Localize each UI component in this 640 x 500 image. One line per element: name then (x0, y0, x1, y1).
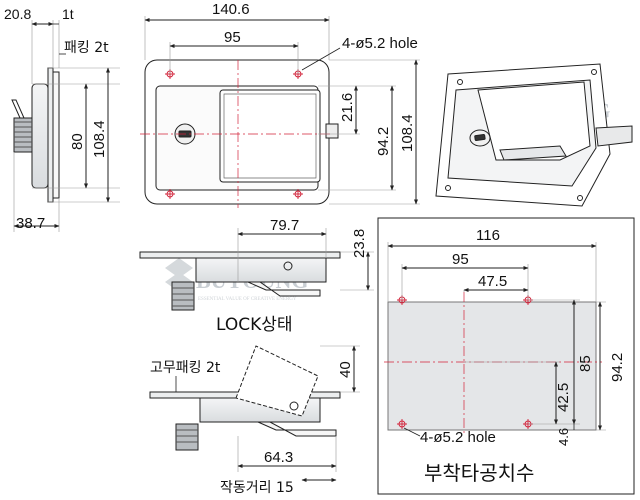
side-flange (47, 67, 54, 203)
iso-mount-holes (445, 69, 597, 201)
caption-lock-state: LOCK상태 (216, 315, 293, 335)
iso-handle-lip (499, 145, 567, 161)
label-travel: 작동거리 15 (220, 480, 294, 496)
lock-pivot (283, 261, 293, 271)
open-latch (206, 421, 337, 437)
dim-cutout-height: 94.2 (609, 353, 626, 382)
watermark-tagline: ESSENTIAL VALUE OF CREATIVE ENERGY (198, 297, 297, 302)
isometric-view (435, 63, 633, 207)
label-rubber-packing: 고무패킹 2t (150, 360, 221, 376)
cutout-panel (377, 217, 635, 495)
label-front-holes: 4-ø5.2 hole (342, 35, 418, 52)
front-handle-lip (223, 93, 317, 179)
cutout-area (387, 301, 597, 431)
lock-body (195, 257, 327, 283)
side-lock-tab (11, 99, 25, 119)
front-bolt (325, 123, 339, 139)
side-gasket (52, 71, 60, 199)
dim-cutout-center-offset: 42.5 (555, 383, 572, 412)
iso-bolt (595, 125, 633, 147)
dim-cutout-hole-vertical: 85 (577, 355, 594, 372)
dim-side-depth: 38.7 (16, 215, 45, 232)
open-state-view (149, 345, 360, 482)
cutout-frame (377, 217, 635, 495)
side-body (31, 83, 49, 189)
lock-cylinder (171, 281, 195, 311)
dim-cutout-half-width: 47.5 (478, 273, 507, 290)
dim-front-outer-height: 108.4 (399, 114, 416, 152)
open-handle (235, 345, 319, 417)
side-lock-thread (14, 121, 32, 148)
dim-side-outer-height: 108.4 (91, 120, 108, 158)
dim-open-height: 40 (337, 361, 354, 378)
dim-front-lock-offset: 21.6 (339, 93, 356, 122)
open-pivot (289, 401, 299, 411)
lock-latch (200, 281, 321, 297)
dim-open-length: 64.3 (264, 449, 293, 466)
open-cylinder (175, 423, 199, 451)
dim-front-hole-spacing: 95 (224, 29, 241, 46)
front-view (140, 16, 420, 208)
dim-side-thickness: 1t (62, 6, 74, 22)
caption-cutout: 부착타공치수 (424, 461, 534, 485)
dim-side-flange: 20.8 (4, 6, 31, 22)
label-packing: 패킹 2t (64, 40, 109, 56)
dim-cutout-edge-offset: 4.6 (556, 428, 571, 446)
dim-lock-length: 79.7 (270, 217, 299, 234)
iso-handle (477, 81, 591, 161)
front-handle (219, 89, 321, 183)
lock-state-view (139, 228, 374, 311)
lock-flange (139, 251, 341, 259)
label-cutout-holes: 4-ø5.2 hole (420, 429, 496, 446)
dim-front-width: 140.6 (212, 1, 250, 18)
dim-side-inner-height: 80 (69, 133, 86, 150)
dim-cutout-width: 116 (476, 227, 500, 244)
dim-front-inner-height: 94.2 (375, 127, 392, 156)
dim-lock-height: 23.8 (351, 229, 368, 258)
side-view (11, 20, 120, 232)
dim-cutout-hole-spacing: 95 (452, 251, 469, 268)
key-slot-icon (474, 133, 486, 142)
